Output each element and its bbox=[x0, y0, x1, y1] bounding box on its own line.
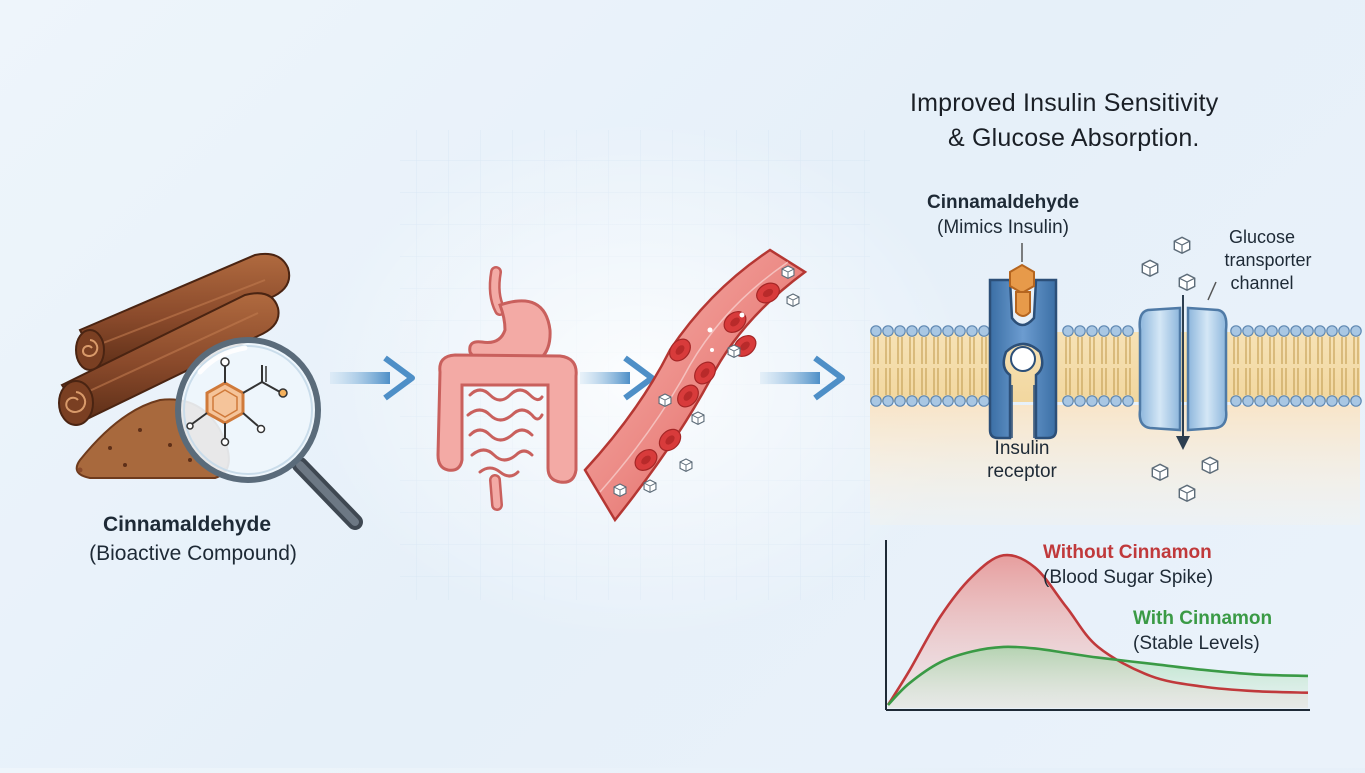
insulin-receptor-icon bbox=[988, 278, 1058, 440]
background-glow bbox=[310, 120, 970, 640]
cinnamaldehyde-mimic-icon bbox=[1009, 243, 1035, 317]
mimic-label-desc: (Mimics Insulin) bbox=[937, 217, 1069, 238]
legend-with-name: With Cinnamon bbox=[1133, 608, 1273, 629]
cell-membrane bbox=[870, 325, 1362, 525]
blood-vessel-icon bbox=[583, 248, 808, 523]
glucose-transporter-icon bbox=[1138, 281, 1228, 450]
legend-with-desc: (Stable Levels) bbox=[1133, 633, 1260, 654]
transporter-label-line-1: Glucose bbox=[1228, 227, 1296, 247]
cinnamon-sticks-icon bbox=[58, 252, 291, 426]
arrow-right-icon bbox=[580, 355, 655, 401]
magnifier-icon bbox=[175, 337, 363, 530]
series-area-1 bbox=[888, 646, 1308, 708]
arrow-right-icon bbox=[330, 355, 415, 401]
mimic-label-name: Cinnamaldehyde bbox=[926, 192, 1080, 213]
panel-title-line-2: & Glucose Absorption. bbox=[948, 124, 1200, 152]
arrow-right-icon bbox=[760, 355, 845, 401]
compound-desc: (Bioactive Compound) bbox=[89, 542, 297, 565]
transporter-label-line-2: transporter bbox=[1224, 250, 1312, 270]
series-line-1 bbox=[887, 645, 1309, 706]
receptor-label-line-1: Insulin bbox=[994, 438, 1050, 459]
legend-without-name: Without Cinnamon bbox=[1043, 542, 1212, 563]
blood-sugar-chart bbox=[885, 540, 1310, 711]
legend-without-desc: (Blood Sugar Spike) bbox=[1043, 567, 1214, 588]
compound-name: Cinnamaldehyde bbox=[102, 513, 272, 536]
digestive-system-icon bbox=[436, 266, 578, 511]
receptor-label-line-2: receptor bbox=[987, 461, 1057, 482]
molecule-icon bbox=[186, 357, 288, 447]
series-line-0 bbox=[886, 553, 1309, 706]
transporter-label-line-3: channel bbox=[1230, 273, 1294, 293]
panel-title-line-1: Improved Insulin Sensitivity bbox=[910, 89, 1219, 117]
